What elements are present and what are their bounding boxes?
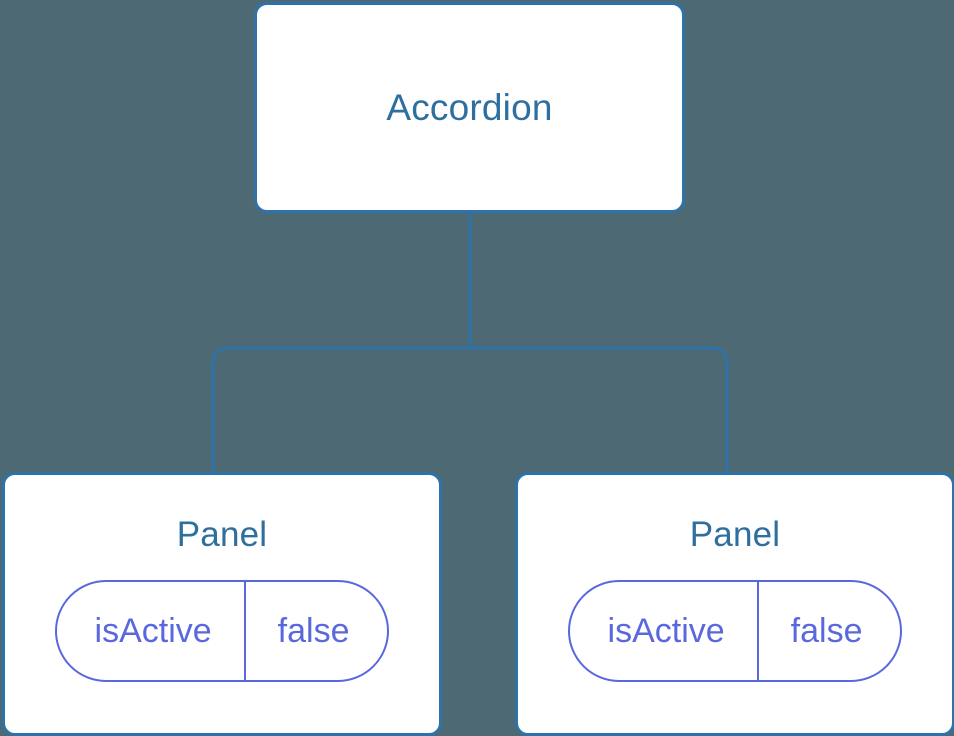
- state-pill-panel-1[interactable]: isActive false: [54, 580, 390, 682]
- state-pill-panel-2-key: isActive: [607, 612, 725, 650]
- edge-to-panel-right: [470, 346, 729, 473]
- state-pill-panel-2-value: false: [756, 582, 901, 680]
- node-panel-2-title: Panel: [689, 515, 781, 554]
- node-panel-1[interactable]: Panel isActive false: [2, 472, 442, 736]
- state-pill-panel-1-value: false: [243, 582, 388, 680]
- node-panel-1-title: Panel: [176, 515, 268, 554]
- state-pill-panel-1-key: isActive: [94, 612, 212, 650]
- node-accordion-title: Accordion: [386, 87, 553, 128]
- node-panel-2[interactable]: Panel isActive false: [515, 472, 954, 736]
- edge-to-panel-left: [211, 346, 470, 473]
- state-pill-panel-2[interactable]: isActive false: [567, 580, 903, 682]
- node-accordion[interactable]: Accordion: [254, 2, 685, 213]
